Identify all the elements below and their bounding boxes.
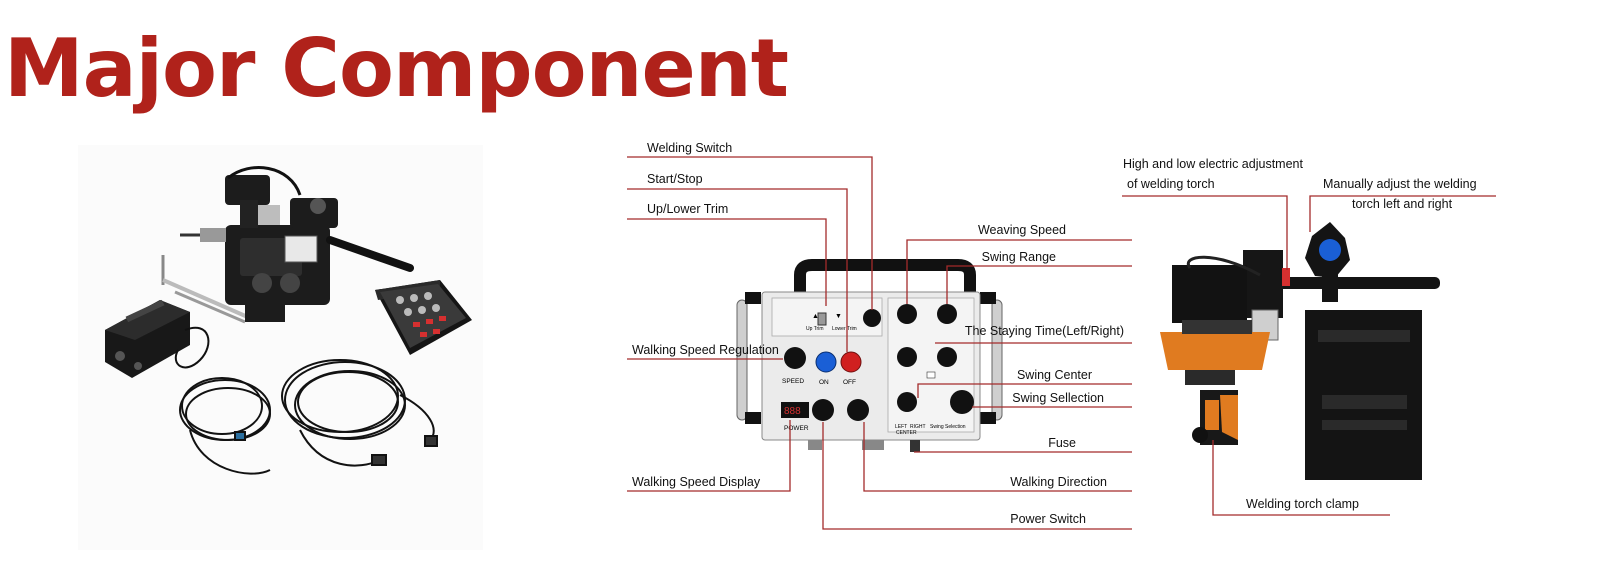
swing-selection-panel-text: Swing Selection [930, 424, 966, 430]
label-swing-center: Swing Center [1016, 368, 1092, 382]
orange-bracket [1160, 332, 1270, 370]
rear-plate [1305, 310, 1422, 480]
label-high-low-adjustment-line2: of welding torch [1127, 177, 1215, 191]
label-manual-adjust-line2: torch left and right [1352, 197, 1453, 211]
right-rail [991, 299, 1003, 421]
horizontal-rod [1262, 277, 1440, 289]
center-text: CENTER [896, 430, 917, 436]
swing-range-knob [937, 304, 957, 324]
start-stop-knob [863, 309, 881, 327]
welding-torch-clamp [1192, 390, 1238, 445]
off-text: OFF [843, 379, 856, 386]
up-trim-arrow: ▲ [812, 313, 819, 320]
swing-center-knob [897, 392, 917, 412]
page-title: Major Component [4, 22, 789, 115]
label-walking-direction: Walking Direction [1010, 475, 1107, 489]
label-welding-switch: Welding Switch [647, 141, 733, 155]
off-button [840, 351, 862, 373]
speed-knob [784, 347, 806, 369]
power-switch-knob [812, 399, 834, 421]
lower-trim-arrow: ▼ [835, 313, 842, 320]
staying-time-right-knob [937, 347, 957, 367]
label-fuse: Fuse [1048, 436, 1076, 450]
manual-adjust-knob [1305, 222, 1350, 302]
label-power-switch: Power Switch [1010, 512, 1086, 526]
label-swing-range: Swing Range [981, 250, 1056, 264]
staying-time-left-knob [897, 347, 917, 367]
power-supply-box [105, 299, 210, 378]
label-walking-speed-regulation: Walking Speed Regulation [632, 343, 779, 357]
on-text: ON [819, 379, 829, 386]
left-rail [736, 299, 748, 421]
lower-trim-text: Lower Trim [832, 326, 857, 332]
welding-carriage [161, 166, 414, 324]
power-text: POWER [784, 425, 809, 432]
weaving-speed-knob [897, 304, 917, 324]
cable-coils [179, 359, 438, 475]
up-trim-text: Up Trim [806, 326, 824, 332]
label-up-lower-trim: Up/Lower Trim [647, 202, 729, 216]
panel-face [761, 291, 981, 441]
control-box-small [375, 280, 472, 355]
led-digits: 888 [784, 406, 801, 417]
label-walking-speed-display: Walking Speed Display [632, 475, 761, 489]
carriage-leader-lines [1122, 195, 1496, 516]
swing-selection-knob [950, 390, 974, 414]
label-swing-selection: Swing Sellection [1012, 391, 1104, 405]
label-manual-adjust-line1: Manually adjust the welding [1323, 177, 1477, 191]
label-high-low-adjustment-line1: High and low electric adjustment [1123, 157, 1303, 171]
label-staying-time: The Staying Time(Left/Right) [964, 324, 1124, 338]
on-button [815, 351, 837, 373]
right-text: RIGHT [910, 424, 926, 430]
left-text: LEFT [895, 424, 907, 430]
speed-led-display [781, 402, 809, 418]
trim-toggle [817, 312, 827, 326]
label-weaving-speed: Weaving Speed [977, 223, 1066, 237]
panel-handle [794, 259, 976, 292]
speed-text: SPEED [782, 378, 804, 385]
walking-direction-knob [847, 399, 869, 421]
label-welding-torch-clamp: Welding torch clamp [1246, 497, 1360, 511]
label-start-stop: Start/Stop [647, 172, 703, 186]
